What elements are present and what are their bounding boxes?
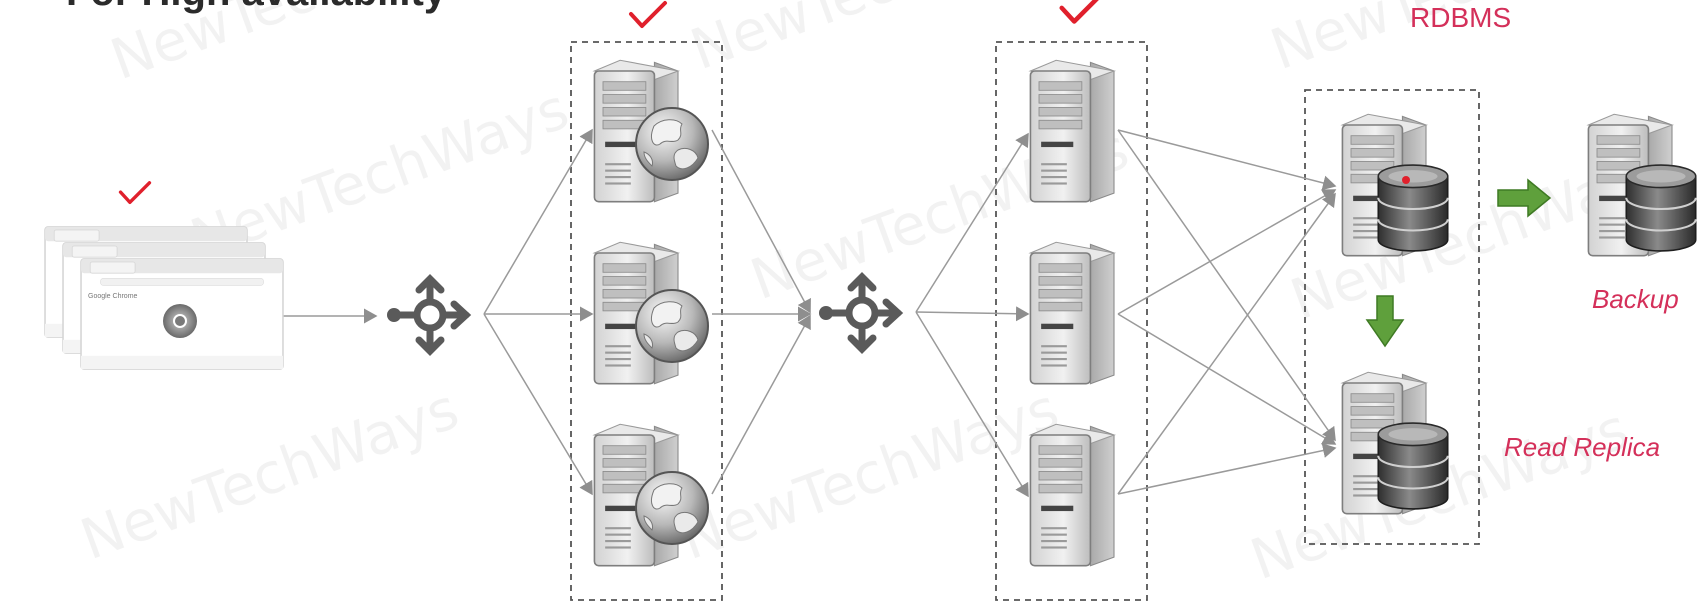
replica-arrow-icon [1365,295,1405,348]
connector-line [483,313,593,496]
connections [282,128,1337,498]
globe-icon [635,289,709,363]
database-icon [1625,163,1697,253]
globe-icon [635,107,709,181]
connector-line [1117,192,1336,495]
read-replica-database-server[interactable] [1341,371,1449,515]
rdbms-group [1304,89,1480,545]
connector-line [915,311,1029,498]
browser-brand-text: Google Chrome [88,293,138,300]
app-server-icon[interactable] [1029,59,1115,203]
watermark-text: NewTechWays [683,0,1077,83]
backup-database-server[interactable] [1587,113,1697,257]
connector-line [915,132,1029,313]
primary-marker-icon [1402,176,1410,184]
connector-line [1117,129,1336,442]
watermark-text: NewTechWays [73,377,467,574]
connector-line [1117,313,1337,445]
connector-line [1117,189,1337,315]
connector-line [1117,443,1337,495]
rdbms-label: RDBMS [1410,2,1512,33]
backup-arrow-icon [1497,178,1552,218]
web-server-2[interactable] [593,241,709,385]
database-icon [1377,163,1449,253]
connector-line [711,314,811,495]
backup-label: Backup [1592,284,1679,314]
connector-line [483,128,593,315]
connector-line [915,306,1030,322]
primary-database-server[interactable] [1341,113,1449,257]
app-tier-group [995,41,1148,601]
app-server-icon[interactable] [1029,423,1115,567]
client-browsers: Google Chrome [44,226,284,370]
connector-line [1117,129,1337,191]
web-tier-group [570,41,723,601]
web-server-1[interactable] [593,59,709,203]
globe-icon [635,471,709,545]
app-server-icon[interactable] [1029,241,1115,385]
checkmark-icon [118,181,152,205]
load-balancer-icon[interactable] [387,279,466,351]
checkmark-icon [1062,0,1101,21]
read-replica-label: Read Replica [1504,432,1661,462]
database-icon [1377,421,1449,511]
connector-line [711,129,811,314]
watermark-text: NewTechWays [673,377,1067,574]
checkmark-icon [629,1,667,28]
slide-title: For High availability [66,0,446,15]
